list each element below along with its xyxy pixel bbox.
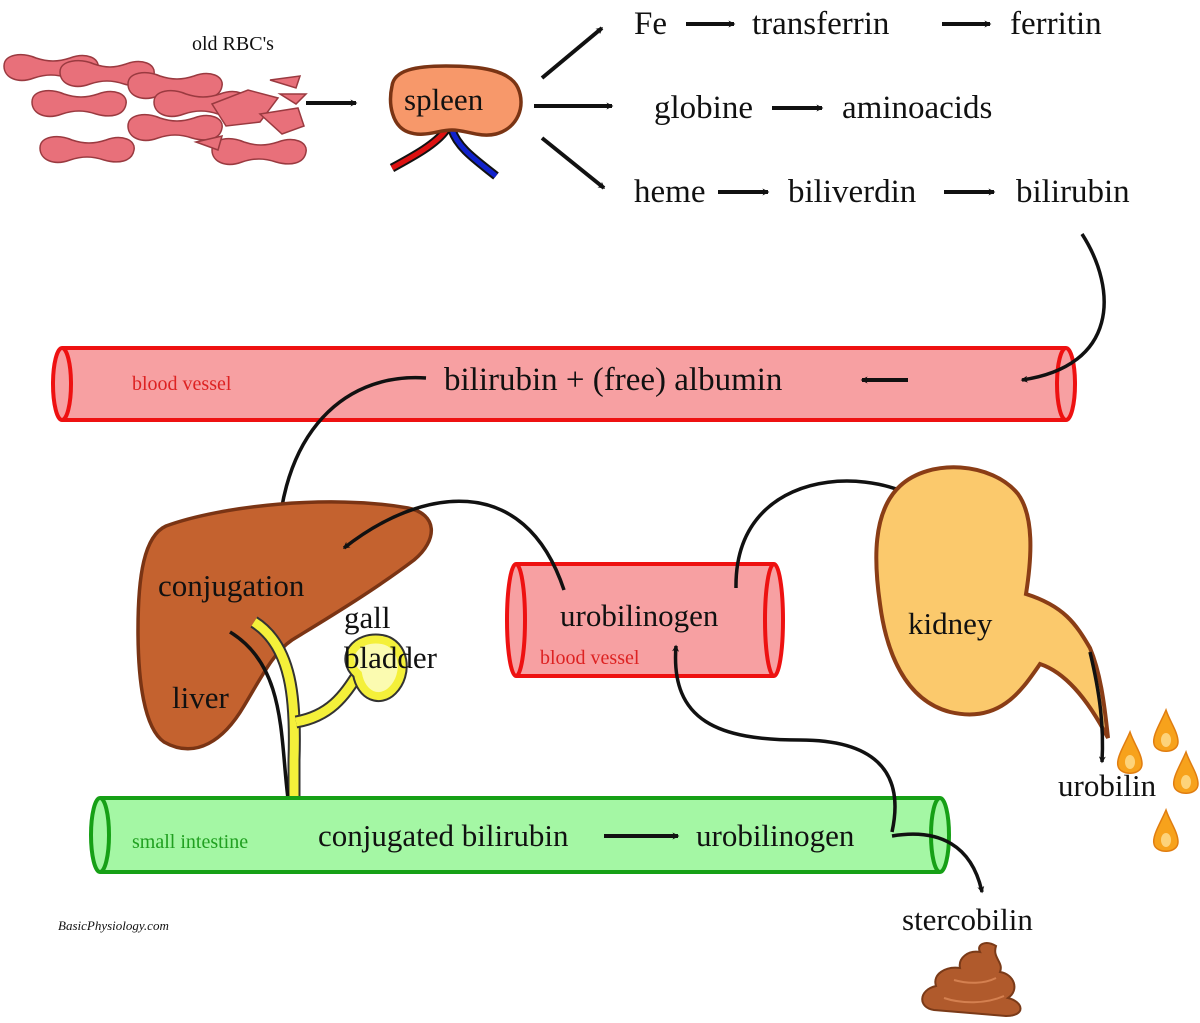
vessel-to-liver-return-arrow <box>342 499 566 591</box>
rbc-cell <box>39 135 135 164</box>
urobilin-label: urobilin <box>1058 768 1157 803</box>
kidney-organ <box>874 465 1110 739</box>
spleen-shape <box>388 64 523 137</box>
stercobilin-label: stercobilin <box>902 902 1033 937</box>
intestine-to-stercobilin-arrow <box>891 832 985 894</box>
urine-drops <box>1116 707 1199 852</box>
kidney-label: kidney <box>908 606 993 641</box>
spleen-to-heme-arrow <box>540 136 606 190</box>
blood-vessel-mid <box>505 562 785 678</box>
spleen-to-fe-arrow <box>540 26 604 80</box>
liver-label: liver <box>172 680 229 715</box>
biliverdin-label: biliverdin <box>788 174 916 210</box>
ferritin-label: ferritin <box>1010 6 1102 42</box>
bile-duct <box>250 616 408 804</box>
conjugation-label: conjugation <box>158 568 305 603</box>
urobilinogen-blood-label: urobilinogen <box>560 598 719 633</box>
old-rbcs-label: old RBC's <box>192 33 274 55</box>
blood-vessel-mid-label: blood vessel <box>540 647 640 669</box>
splenic-vein <box>449 129 498 178</box>
gall-label: gall <box>344 600 391 635</box>
rbc-fragment <box>210 89 280 127</box>
intestine-to-blood-arrow <box>672 644 897 833</box>
spleen-label: spleen <box>404 82 484 117</box>
rbc-fragment <box>193 134 224 151</box>
bilirubin-albumin-label: bilirubin + (free) albumin <box>444 362 782 398</box>
blood-vessel-top-label: blood vessel <box>132 373 232 395</box>
conjugated-bilirubin-label: conjugated bilirubin <box>318 818 569 853</box>
urine-drop <box>1152 807 1179 852</box>
fe-label: Fe <box>634 6 667 42</box>
old-rbc-cluster <box>3 53 308 166</box>
rbc-fragment <box>277 93 308 105</box>
bilirubin-label: bilirubin <box>1016 174 1130 210</box>
aminoacids-label: aminoacids <box>842 90 992 126</box>
urine-drop <box>1152 707 1179 752</box>
urobilinogen-intestine-label: urobilinogen <box>696 818 855 853</box>
credit-label: BasicPhysiology.com <box>58 918 169 933</box>
rbc-cell <box>211 137 307 166</box>
urine-drop <box>1116 729 1143 774</box>
heme-label: heme <box>634 174 705 210</box>
blood-vessel-top <box>51 346 1077 422</box>
bilirubin-into-vessel-arrow <box>1020 233 1106 383</box>
rbc-cell <box>31 89 127 118</box>
splenic-artery <box>390 128 449 171</box>
kidney-to-urobilin-arrow <box>1088 651 1106 764</box>
urine-drop <box>1172 749 1199 794</box>
rbc-fragment <box>258 107 305 135</box>
bladder-label: bladder <box>344 640 438 675</box>
globine-label: globine <box>654 90 753 126</box>
stool-icon <box>921 942 1022 1018</box>
rbc-cell <box>127 113 223 142</box>
small-intestine-label: small intestine <box>132 831 248 853</box>
spleen-organ <box>388 64 523 180</box>
small-intestine <box>89 796 951 874</box>
transferrin-label: transferrin <box>752 6 889 42</box>
rbc-fragment <box>269 75 302 89</box>
